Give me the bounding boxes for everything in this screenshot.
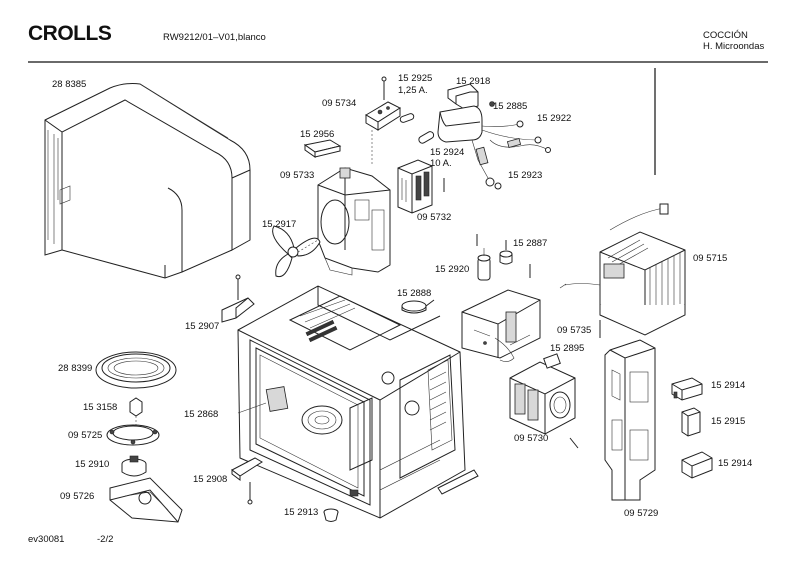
- relay-block: [397, 159, 445, 214]
- footer-page: -2/2: [97, 534, 114, 545]
- part-label-152888: 15 2888: [397, 288, 432, 299]
- high-voltage-diode: [489, 138, 551, 153]
- rubber-foot: [323, 508, 339, 522]
- microswitch-lower: [681, 451, 713, 479]
- support-bracket: [461, 289, 541, 362]
- part-label-095733: 09 5733: [280, 170, 315, 181]
- part-label-095726: 09 5726: [60, 491, 95, 502]
- footer-code: ev30081: [28, 534, 65, 545]
- capacitor: [437, 105, 542, 144]
- part-label-095734: 09 5734: [322, 98, 357, 109]
- mounting-bracket: [447, 83, 495, 111]
- turntable-motor: [121, 455, 147, 477]
- hinge-bracket: [221, 274, 255, 323]
- part-label-152956: 15 2956: [300, 129, 335, 140]
- thermal-fuse-wire: [471, 139, 502, 190]
- part-label-152895: 15 2895: [550, 343, 585, 354]
- thermostat: [401, 299, 435, 314]
- door-latch-assembly: [604, 339, 656, 501]
- roller-ring: [106, 424, 160, 446]
- oven-cavity: [237, 285, 479, 519]
- magnetron: [509, 353, 579, 449]
- part-label-152914-lower: 15 2914: [718, 458, 753, 469]
- motor-support-plate: [109, 477, 183, 523]
- part-label-152925: 15 2925: [398, 73, 433, 84]
- part-label-152868: 15 2868: [184, 409, 219, 420]
- fuse-1-25a: [399, 113, 415, 123]
- part-label-152907: 15 2907: [185, 321, 220, 332]
- part-label-152920: 15 2920: [435, 264, 470, 275]
- category-line-2: H. Microondas: [703, 41, 765, 52]
- glass-turntable-tray: [95, 351, 177, 389]
- microswitch-upper: [671, 377, 703, 401]
- cabinet-cover: [44, 83, 251, 279]
- part-label-095735: 09 5735: [557, 325, 592, 336]
- part-label-152915: 15 2915: [711, 416, 746, 427]
- part-label-095715: 09 5715: [693, 253, 728, 264]
- microswitch-middle: [681, 407, 701, 437]
- switch-frame: [317, 167, 391, 276]
- part-label-152908: 15 2908: [193, 474, 228, 485]
- fuse-10a: [418, 131, 435, 144]
- part-label-152885: 15 2885: [493, 101, 528, 112]
- part-label-152910: 15 2910: [75, 459, 110, 470]
- turntable-coupler: [129, 397, 143, 428]
- thermo-cutout: [499, 240, 531, 278]
- part-label-153158: 15 3158: [83, 402, 118, 413]
- part-label-152922: 15 2922: [537, 113, 572, 124]
- part-label-095725: 09 5725: [68, 430, 103, 441]
- part-label-152914-upper: 15 2914: [711, 380, 746, 391]
- part-label-288385: 28 8385: [52, 79, 87, 90]
- brand-logo: CROLLS: [28, 22, 112, 45]
- part-label-095732: 09 5732: [417, 212, 452, 223]
- part-label-152887: 15 2887: [513, 238, 548, 249]
- part-label-152924: 15 2924: [430, 147, 465, 158]
- hv-transformer: [559, 203, 686, 338]
- fuse-board: [365, 76, 402, 165]
- category-line-1: COCCIÓN: [703, 30, 748, 41]
- fan-blade: [272, 225, 321, 278]
- small-capacitor: [476, 234, 491, 281]
- part-label-152923: 15 2923: [508, 170, 543, 181]
- part-label-095730: 09 5730: [514, 433, 549, 444]
- part-label-152918: 15 2918: [456, 76, 491, 87]
- part-label-1-25a: 1,25 A.: [398, 85, 428, 96]
- part-label-152913: 15 2913: [284, 507, 319, 518]
- part-label-288399: 28 8399: [58, 363, 93, 374]
- part-label-152917: 15 2917: [262, 219, 297, 230]
- part-label-095729: 09 5729: [624, 508, 659, 519]
- waveguide-cover: [237, 402, 267, 414]
- part-label-10a: 10 A.: [430, 158, 452, 169]
- switch-cover: [303, 139, 342, 158]
- model-title: RW9212/01–V01,blanco: [163, 32, 266, 43]
- lower-hinge-bracket: [231, 457, 263, 505]
